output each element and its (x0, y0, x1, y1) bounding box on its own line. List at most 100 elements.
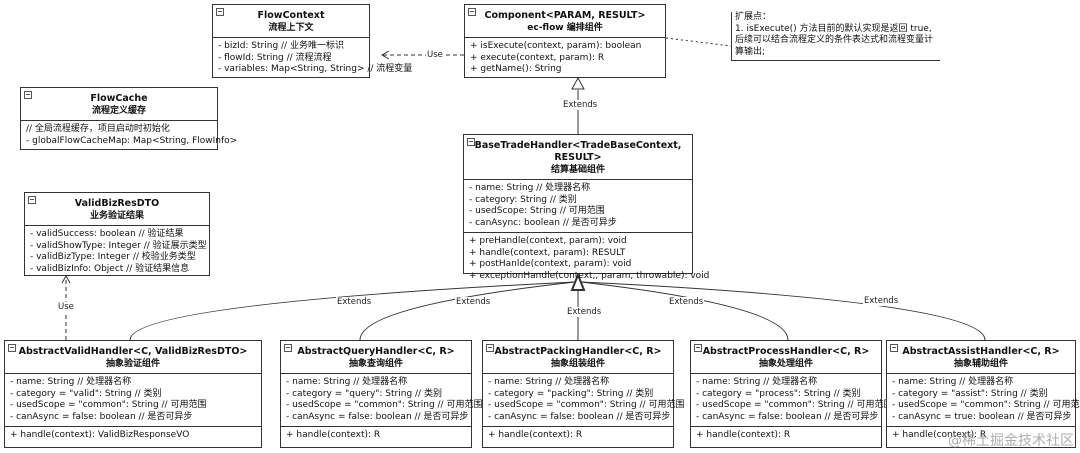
class-abstract-process-handler[interactable]: AbstractProcessHandler<C, R> 抽象处理组件 - na… (690, 340, 893, 448)
class-subtitle: 抽象组装组件 (550, 359, 605, 369)
class-abstract-query-handler[interactable]: AbstractQueryHandler<C, R> 抽象查询组件 - name… (280, 340, 483, 448)
field-line: - canAsync = false: boolean // 是否可异步 (286, 411, 469, 422)
method-line: + isExecute(context, param): boolean (470, 41, 642, 51)
field-line: - usedScope = "common": String // 可用范围 (892, 400, 1080, 410)
collapse-icon[interactable] (468, 8, 476, 16)
class-flow-cache[interactable]: FlowCache 流程定义缓存 // 全局流程缓存，项目启动时初始化 - gl… (20, 87, 238, 150)
extends-edge-valid (129, 281, 575, 341)
field-line: - name: String // 处理器名称 (696, 377, 818, 387)
class-header: Component<PARAM, RESULT> ec-flow 编排组件 (465, 5, 665, 38)
class-title: AbstractQueryHandler<C, R> (297, 346, 455, 357)
class-methods: + handle(context): ValidBizResponseVO (5, 427, 261, 445)
extends-label-packing: Extends (566, 307, 603, 317)
field-line: - category: String // 类别 (469, 194, 577, 205)
collapse-icon[interactable] (28, 196, 36, 204)
note-line: 算输出; (735, 46, 766, 57)
collapse-icon[interactable] (486, 344, 494, 352)
method-line: + postHanlde(context, param): void (469, 259, 632, 269)
field-line: - bizId: String // 业务唯一标识 (218, 41, 344, 51)
collapse-icon[interactable] (694, 344, 702, 352)
field-line: - name: String // 处理器名称 (488, 377, 610, 387)
class-header: AbstractValidHandler<C, ValidBizResDTO> … (5, 341, 261, 374)
field-line: // 全局流程缓存，项目启动时初始化 (26, 124, 170, 134)
use-arrowhead-context (380, 50, 390, 60)
note-line: 扩展点： (735, 12, 772, 22)
extends-triangle-component (571, 76, 585, 90)
field-line: - usedScope = "common": String // 可用范围 (286, 400, 483, 410)
method-line: + execute(context, param): R (470, 52, 605, 63)
class-title: AbstractAssistHandler<C, R> (902, 346, 1060, 357)
field-line: - usedScope: String // 可用范围 (469, 206, 605, 216)
class-header: AbstractQueryHandler<C, R> 抽象查询组件 (281, 341, 471, 374)
class-methods: + handle(context): R (281, 427, 471, 445)
collapse-icon[interactable] (890, 344, 898, 352)
field-line: - validBizInfo: Object // 验证结果信息 (30, 263, 190, 274)
class-base-trade-handler[interactable]: BaseTradeHandler<TradeBaseContext, RESUL… (463, 134, 709, 281)
field-line: - name: String // 处理器名称 (469, 183, 591, 193)
field-line: - variables: Map<String, String> // 流程变量 (218, 64, 413, 74)
collapse-icon[interactable] (8, 344, 16, 352)
note-line: 1. isExecute() 方法目前的默认实现是返回 true, (735, 23, 932, 34)
watermark: @稀土掘金技术社区 (948, 433, 1074, 449)
collapse-icon[interactable] (284, 344, 292, 352)
class-fields: - validSuccess: boolean // 验证结果 - validS… (25, 226, 209, 278)
class-title: AbstractProcessHandler<C, R> (702, 346, 870, 357)
extension-note[interactable]: 扩展点： 1. isExecute() 方法目前的默认实现是返回 true, 后… (731, 12, 940, 61)
use-label-validbiz: Use (57, 302, 75, 312)
field-line: - category = "process": String // 类别 (696, 388, 861, 399)
class-fields: - name: String // 处理器名称 - category: Stri… (464, 180, 692, 233)
class-fields: - bizId: String // 业务唯一标识 - flowId: Stri… (213, 38, 413, 79)
field-line: - usedScope = "common": String // 可用范围 (488, 400, 685, 410)
class-title: AbstractValidHandler<C, ValidBizResDTO> (18, 346, 248, 357)
field-line: - usedScope = "common": String // 可用范围 (696, 400, 893, 410)
class-subtitle: 结算基础组件 (550, 165, 605, 175)
class-fields: // 全局流程缓存，项目启动时初始化 - globalFlowCacheMap:… (21, 121, 238, 150)
collapse-icon[interactable] (24, 91, 32, 99)
field-line: - canAsync: boolean // 是否可异步 (469, 217, 617, 228)
field-line: - validSuccess: boolean // 验证结果 (30, 229, 184, 239)
class-fields: - name: String // 处理器名称 - category = "as… (887, 374, 1080, 427)
method-line: + handle(context): R (892, 430, 987, 440)
method-line: + getName(): String (470, 64, 562, 74)
class-subtitle: 流程定义缓存 (91, 106, 146, 116)
field-line: - validShowType: Integer // 验证展示类型 (30, 240, 207, 251)
class-component[interactable]: Component<PARAM, RESULT> ec-flow 编排组件 + … (464, 4, 666, 78)
class-methods: + handle(context): R (887, 427, 1075, 445)
use-label-context: Use (426, 50, 444, 60)
class-title: FlowCache (90, 93, 148, 104)
class-subtitle: 流程上下文 (268, 23, 314, 33)
class-methods: + handle(context): R (483, 427, 673, 445)
class-flow-context[interactable]: FlowContext 流程上下文 - bizId: String // 业务唯… (212, 4, 413, 79)
field-line: - flowId: String // 流程流程 (218, 52, 332, 63)
field-line: - name: String // 处理器名称 (10, 377, 132, 387)
field-line: - globalFlowCacheMap: Map<String, FlowIn… (26, 135, 238, 146)
class-title: AbstractPackingHandler<C, R> (494, 346, 662, 357)
collapse-icon[interactable] (216, 8, 224, 16)
extends-label-process: Extends (668, 297, 705, 307)
method-line: + preHandle(context, param): void (469, 236, 627, 246)
class-abstract-packing-handler[interactable]: AbstractPackingHandler<C, R> 抽象组装组件 - na… (482, 340, 685, 448)
extends-edge-process (580, 281, 789, 341)
field-line: - usedScope = "common": String // 可用范围 (10, 400, 207, 410)
class-title: ValidBizResDTO (74, 198, 160, 209)
extends-label-valid: Extends (336, 297, 373, 307)
field-line: - name: String // 处理器名称 (892, 377, 1014, 387)
class-header: AbstractProcessHandler<C, R> 抽象处理组件 (691, 341, 881, 374)
field-line: - category = "assist": String // 类别 (892, 388, 1048, 399)
class-header: BaseTradeHandler<TradeBaseContext, RESUL… (464, 135, 692, 180)
class-subtitle: 抽象查询组件 (348, 359, 403, 369)
class-fields: - name: String // 处理器名称 - category = "va… (5, 374, 261, 427)
field-line: - category = "query": String // 类别 (286, 388, 442, 399)
extends-triangle-base (570, 272, 586, 291)
class-valid-biz-res-dto[interactable]: ValidBizResDTO 业务验证结果 - validSuccess: bo… (24, 192, 210, 276)
class-subtitle: 业务验证结果 (89, 211, 144, 221)
class-abstract-valid-handler[interactable]: AbstractValidHandler<C, ValidBizResDTO> … (4, 340, 262, 448)
class-subtitle: 抽象处理组件 (758, 359, 813, 369)
collapse-icon[interactable] (467, 138, 475, 146)
method-line: + handle(context, param): RESULT (469, 247, 626, 258)
class-subtitle: 抽象辅助组件 (953, 359, 1008, 369)
class-methods: + handle(context): R (691, 427, 881, 445)
class-abstract-assist-handler[interactable]: AbstractAssistHandler<C, R> 抽象辅助组件 - nam… (886, 340, 1080, 448)
class-header: FlowCache 流程定义缓存 (21, 88, 217, 121)
